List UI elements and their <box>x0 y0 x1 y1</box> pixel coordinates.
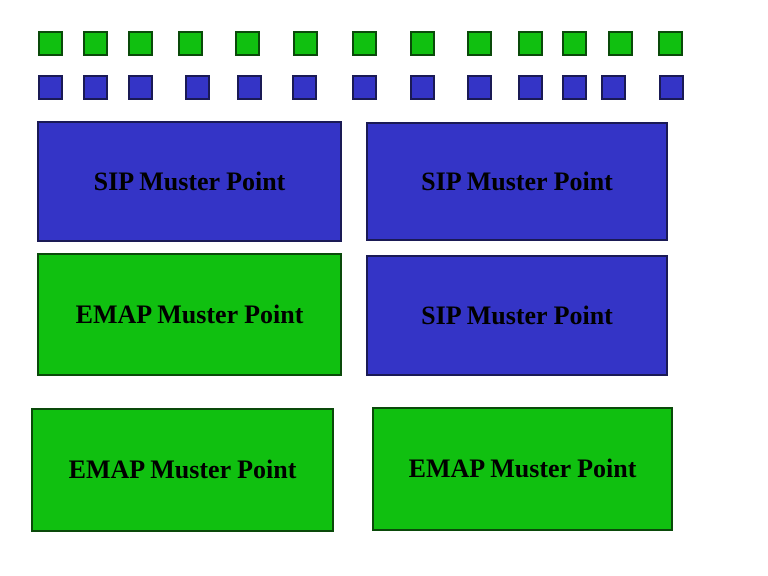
green-indicator-row-square <box>128 31 153 56</box>
muster-point-label: SIP Muster Point <box>421 300 613 330</box>
muster-point-sip-0[interactable]: SIP Muster Point <box>37 121 342 242</box>
blue-indicator-row-square <box>352 75 377 100</box>
blue-indicator-row-square <box>185 75 210 100</box>
blue-indicator-row-square <box>467 75 492 100</box>
blue-indicator-row-square <box>518 75 543 100</box>
green-indicator-row-square <box>178 31 203 56</box>
muster-point-label: EMAP Muster Point <box>75 299 304 329</box>
blue-indicator-row-square <box>38 75 63 100</box>
green-indicator-row-square <box>608 31 633 56</box>
muster-point-label: EMAP Muster Point <box>68 455 297 484</box>
muster-point-emap-2[interactable]: EMAP Muster Point <box>37 253 342 376</box>
green-indicator-row-square <box>658 31 683 56</box>
green-indicator-row-square <box>293 31 318 56</box>
green-indicator-row-square <box>38 31 63 56</box>
muster-point-emap-5[interactable]: EMAP Muster Point <box>372 407 673 531</box>
blue-indicator-row-square <box>601 75 626 100</box>
blue-indicator-row-square <box>128 75 153 100</box>
blue-indicator-row-square <box>659 75 684 100</box>
muster-point-label: SIP Muster Point <box>93 166 286 196</box>
blue-indicator-row-square <box>83 75 108 100</box>
muster-point-sip-3[interactable]: SIP Muster Point <box>366 255 668 376</box>
muster-point-label: EMAP Muster Point <box>408 454 637 483</box>
green-indicator-row-square <box>83 31 108 56</box>
green-indicator-row-square <box>562 31 587 56</box>
muster-point-label: SIP Muster Point <box>421 166 613 196</box>
blue-indicator-row-square <box>237 75 262 100</box>
green-indicator-row-square <box>235 31 260 56</box>
green-indicator-row-square <box>518 31 543 56</box>
green-indicator-row-square <box>352 31 377 56</box>
blue-indicator-row-square <box>410 75 435 100</box>
green-indicator-row-square <box>410 31 435 56</box>
blue-indicator-row-square <box>292 75 317 100</box>
blue-indicator-row-square <box>562 75 587 100</box>
muster-point-emap-4[interactable]: EMAP Muster Point <box>31 408 334 532</box>
muster-point-sip-1[interactable]: SIP Muster Point <box>366 122 668 241</box>
green-indicator-row-square <box>467 31 492 56</box>
